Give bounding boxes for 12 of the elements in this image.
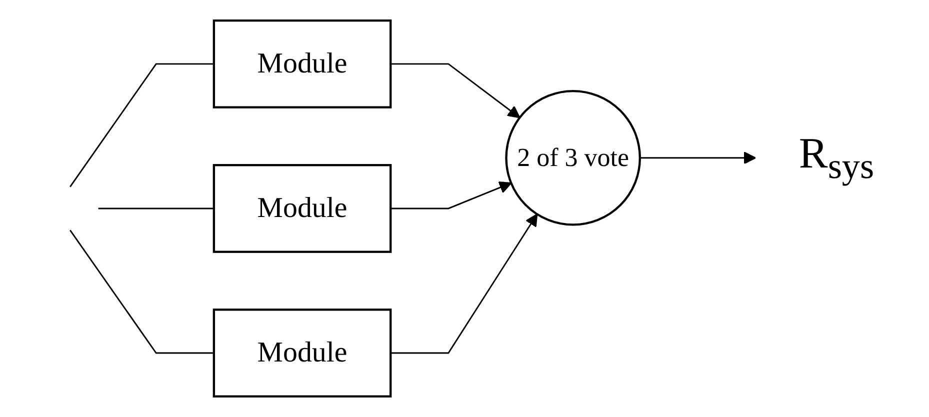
- node-text: R$_{sys}$: [798, 130, 874, 186]
- arrow: [390, 214, 538, 354]
- arrow: [390, 63, 520, 118]
- connector: [70, 63, 214, 188]
- arrow: [640, 152, 756, 164]
- node-circle: [505, 90, 641, 226]
- connector: [70, 230, 214, 354]
- node-box: [212, 308, 392, 398]
- node-box: [212, 164, 392, 253]
- node-box: [212, 20, 392, 108]
- connector: [98, 208, 214, 210]
- arrow: [390, 181, 512, 210]
